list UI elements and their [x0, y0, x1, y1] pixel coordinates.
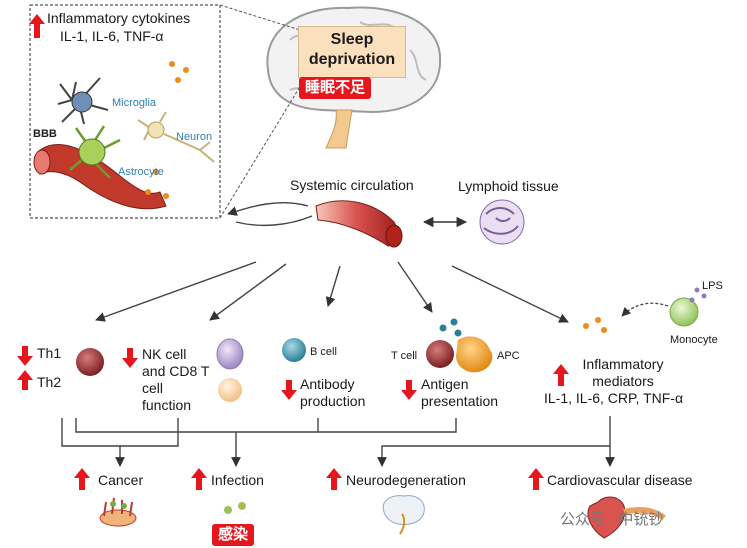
up-arrow-icon	[553, 364, 569, 386]
neuron-label: Neuron	[176, 131, 213, 143]
inset-cytokines: IL-1, IL-6, TNF-α	[60, 28, 164, 44]
astrocyte-label: Astrocyte	[118, 166, 164, 178]
antigen-dots	[439, 318, 462, 337]
mediators-line1: Inflammatory	[582, 356, 664, 372]
antibody-line2: production	[300, 393, 366, 409]
systemic-circulation-label: Systemic circulation	[290, 177, 414, 193]
lps-dots	[689, 287, 707, 303]
down-arrow-icon	[281, 380, 297, 400]
b-cell-label: B cell	[310, 346, 337, 358]
nk-line2: and CD8 T	[142, 363, 210, 379]
fanout-arrows	[95, 261, 569, 323]
mediator-dots	[583, 317, 607, 333]
cancer-label: Cancer	[98, 472, 144, 488]
red-arrows	[17, 14, 569, 490]
microglia-cell	[57, 77, 109, 125]
th-cell	[76, 348, 104, 376]
neuron-cell	[137, 111, 215, 163]
cardiovascular-label: Cardiovascular disease	[547, 472, 693, 488]
down-arrow-icon	[401, 380, 417, 400]
lymphoid-tissue-label: Lymphoid tissue	[458, 178, 559, 194]
mediators-line3: IL-1, IL-6, CRP, TNF-α	[544, 390, 684, 406]
antigen-line1: Antigen	[421, 376, 469, 392]
monocyte-label: Monocyte	[670, 334, 718, 346]
up-arrow-icon	[528, 468, 544, 490]
up-arrow-icon	[29, 14, 45, 38]
bbb-label: BBB	[33, 128, 57, 140]
apc-cell	[456, 336, 493, 373]
astrocyte-cell	[69, 125, 121, 179]
monocyte-cell	[669, 297, 699, 327]
down-arrow-icon	[17, 346, 33, 366]
watermark: 公众号 · 中铳钞	[560, 511, 664, 528]
neurodegeneration-label: Neurodegeneration	[346, 472, 466, 488]
t-cell	[426, 340, 454, 368]
down-arrow-icon	[122, 348, 138, 368]
nk-cell	[216, 338, 244, 370]
inset-title: Inflammatory cytokines	[47, 10, 191, 26]
apc-label: APC	[497, 350, 520, 362]
b-cell	[282, 338, 306, 362]
infection-label: Infection	[211, 472, 264, 488]
nk-line1: NK cell	[142, 346, 187, 362]
sleep-label: Sleep	[330, 31, 374, 48]
cd8-t-cell	[218, 378, 242, 402]
cancer-icon	[99, 497, 137, 527]
up-arrow-icon	[17, 370, 33, 390]
sleep-deprivation-box: Sleep deprivation	[298, 26, 406, 78]
cytokine-dots	[145, 61, 189, 199]
t-cell-label: T cell	[391, 350, 418, 362]
antigen-line2: presentation	[421, 393, 499, 409]
up-arrow-icon	[74, 468, 90, 490]
up-arrow-icon	[191, 468, 207, 490]
outcome-connectors	[61, 416, 615, 467]
nk-line4: function	[142, 397, 192, 413]
nk-line3: cell	[142, 380, 164, 396]
antibody-line1: Antibody	[300, 376, 355, 392]
infection-cn-tag: 感染	[212, 524, 255, 546]
virus-icon	[224, 502, 246, 514]
blood-vessel	[315, 200, 403, 248]
microglia-label: Microglia	[112, 97, 157, 109]
sleep-deprivation-cn-tag: 睡眠不足	[299, 77, 372, 99]
mediators-line2: mediators	[592, 373, 654, 389]
up-arrow-icon	[326, 468, 342, 490]
heart-icon	[587, 496, 666, 539]
th1-label: Th1	[37, 345, 62, 361]
brain-small-icon	[382, 495, 425, 535]
lps-label: LPS	[702, 280, 723, 292]
lymphoid-tissue	[479, 199, 525, 245]
deprivation-label: deprivation	[308, 51, 396, 68]
th2-label: Th2	[37, 374, 62, 390]
